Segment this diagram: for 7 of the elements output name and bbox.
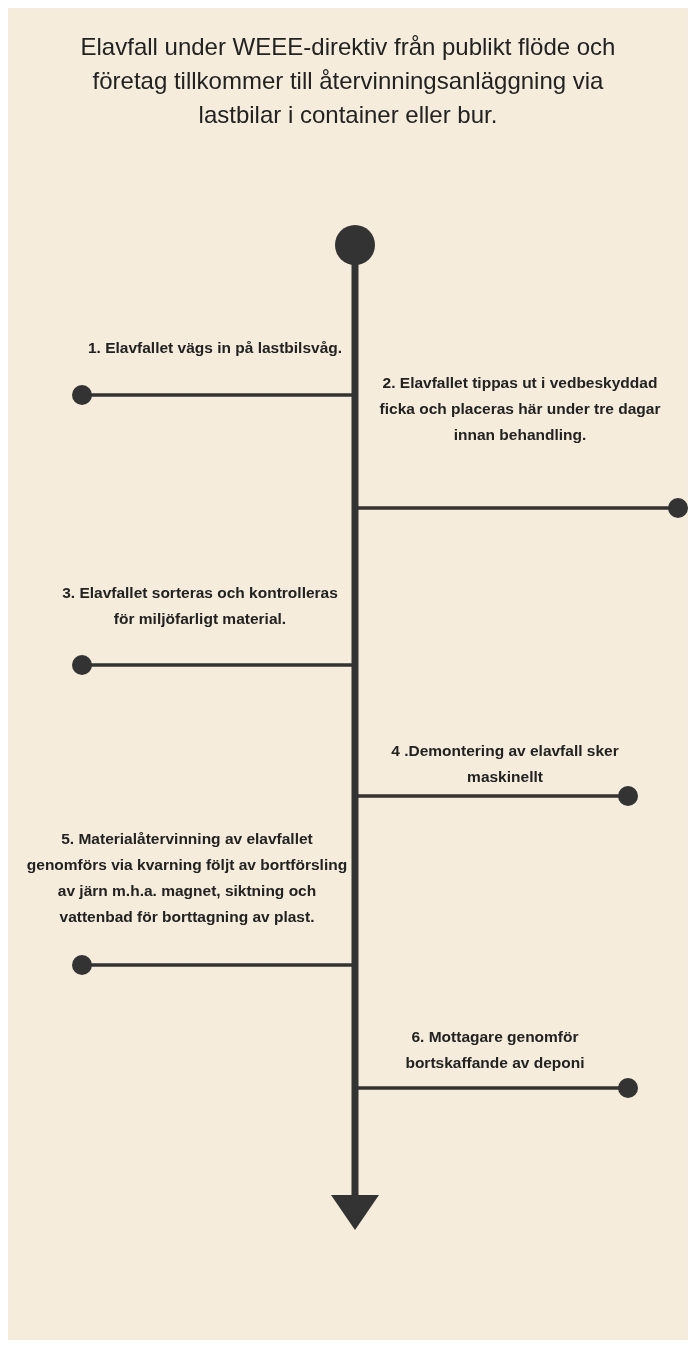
step-text: 2. Elavfallet tippas ut i vedbeskyddad ficka och placeras här under tre dagar innan behandling. — [378, 373, 662, 445]
step-text: 4 .Demontering av elavfall sker maskinellt — [390, 741, 620, 787]
step-text: 6. Mottagare genomför bortskaffande av deponi — [404, 1027, 586, 1073]
step-text: 5. Materialåtervinning av elavfallet genomförs via kvarning följt av bortförsling av järn m.h.a. magnet, siktning och vattenbad för borttagning av plast. — [25, 829, 349, 927]
step-text: 3. Elavfallet sorteras och kontrolleras för miljöfarligt material. — [61, 583, 339, 629]
step-text: 1. Elavfallet vägs in på lastbilsvåg. — [86, 338, 344, 358]
title: Elavfall under WEEE-direktiv från publikt flöde och företag tillkommer till återvinningsanläggning via lastbilar i container eller bur. — [80, 32, 616, 130]
